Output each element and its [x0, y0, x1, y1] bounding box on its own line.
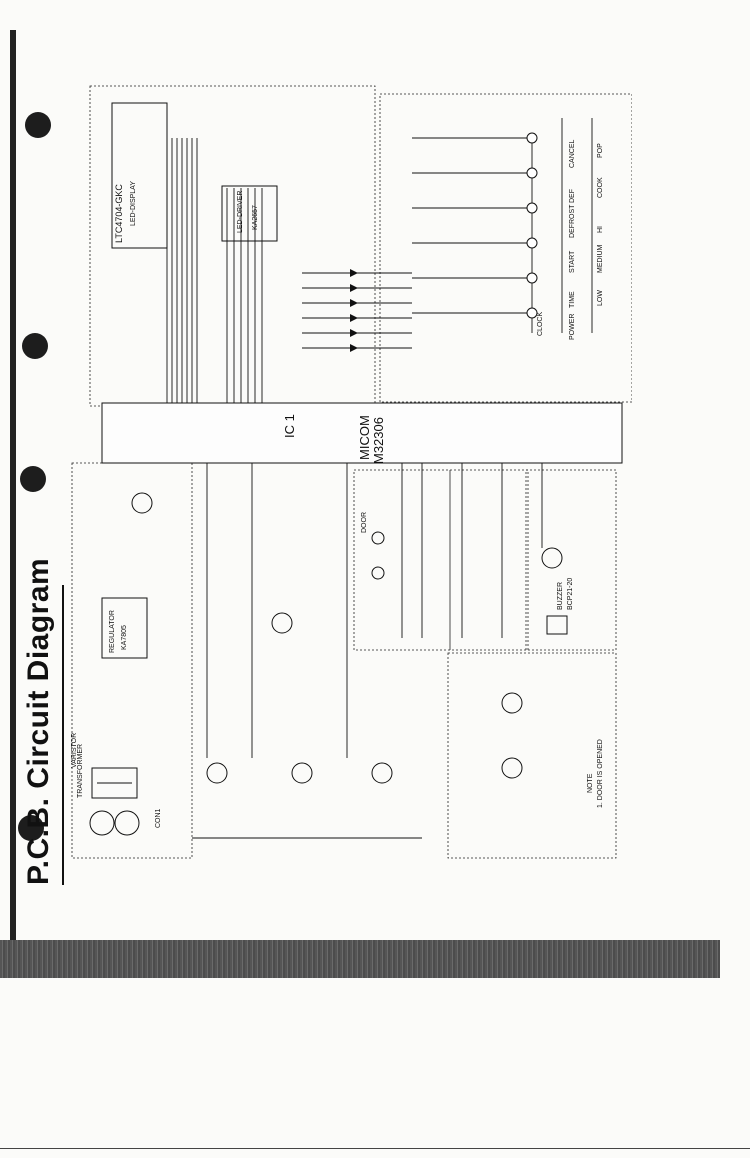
key-label: COOK [597, 177, 604, 198]
display-type: LED-DISPLAY [130, 181, 137, 226]
led-driver-part: KA2657 [252, 205, 259, 230]
diode-array [302, 269, 412, 352]
led-driver-body [221, 185, 278, 242]
key-label: START [569, 250, 576, 273]
key-label: CLOCK [537, 312, 544, 336]
circuit-schematic: IC 1 MICOM M32306 LTC4704-GKC LED-DISPLA… [71, 85, 632, 859]
key-label: TIME [569, 291, 576, 308]
buzzer-section [525, 469, 617, 651]
ic-output-traces [192, 463, 543, 839]
page-title: P.C.B. Circuit Diagram [22, 557, 55, 885]
key-label: DEF [569, 189, 576, 203]
buzzer-part: BCP21-20 [567, 578, 574, 610]
door-switch-terminal [371, 531, 385, 545]
punch-hole [22, 333, 48, 359]
key-label: DEFROST [569, 204, 576, 238]
ic1-name: MICOM [357, 415, 372, 460]
filter-section [449, 469, 529, 651]
door-label: DOOR [361, 512, 368, 533]
keypad-section [379, 93, 632, 403]
regulator-body [101, 597, 148, 659]
door-switch-terminal [371, 566, 385, 580]
display-part: LTC4704-GKC [114, 184, 124, 243]
key-label: CANCEL [569, 139, 576, 168]
buzzer-label: BUZZER [557, 582, 564, 610]
punch-hole [18, 815, 44, 841]
led-driver-label: LED-DRIVER [237, 191, 244, 233]
ic1-ref: IC 1 [282, 414, 297, 438]
regulator-part: KA7805 [121, 625, 128, 650]
regulator-label: REGULATOR [109, 610, 116, 653]
key-matrix [412, 118, 593, 333]
note-title: NOTE [587, 773, 594, 793]
key-label: HI [597, 226, 604, 233]
key-label: LOW [597, 290, 604, 306]
display-section [89, 85, 376, 407]
punch-hole [25, 112, 51, 138]
bottom-rule [0, 1148, 750, 1149]
page-title-block: P.C.B. Circuit Diagram [22, 405, 66, 885]
punch-hole [20, 466, 46, 492]
transformer-label: TRANSFORMER [77, 744, 84, 798]
con-label: CON1 [155, 808, 162, 828]
transistor-symbols [131, 492, 563, 784]
ic1-part: M32306 [371, 417, 386, 464]
buzzer-symbol [546, 615, 568, 635]
key-label: MEDIUM [597, 244, 604, 273]
key-label: POP [597, 143, 604, 158]
output-section [447, 652, 617, 859]
page-left-border [10, 30, 16, 940]
scan-shadow-strip [0, 940, 720, 978]
power-section [71, 462, 193, 859]
segment-traces [166, 138, 263, 403]
note-text: 1. DOOR IS OPENED [597, 739, 604, 808]
transformer [89, 767, 140, 836]
varistor-label: VARISTOR [71, 733, 78, 768]
ic1-body [101, 402, 623, 464]
key-label: POWER [569, 314, 576, 340]
